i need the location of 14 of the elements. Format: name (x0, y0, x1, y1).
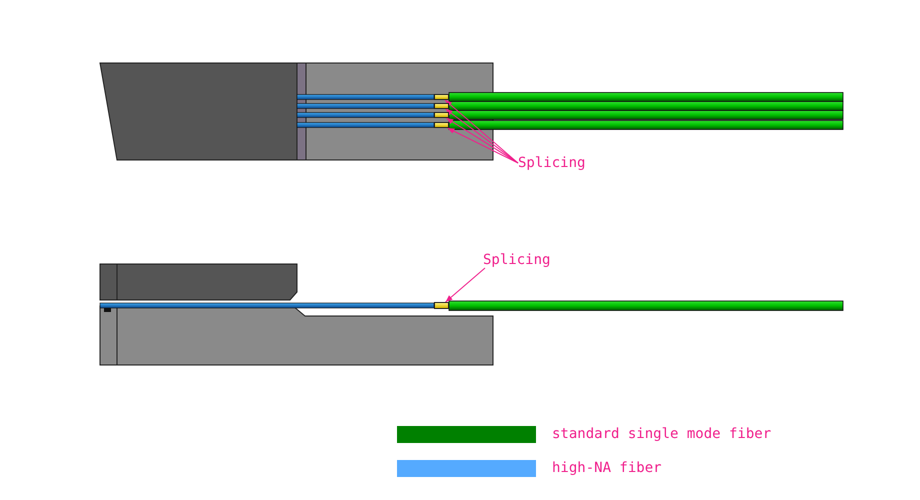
leader-line (446, 118, 518, 164)
splice-joint (434, 122, 449, 128)
legend-label: standard single mode fiber (552, 426, 772, 442)
leader-line (445, 268, 486, 302)
splice-joint (434, 94, 449, 100)
leader-line (445, 108, 518, 164)
leader-line (444, 100, 518, 164)
splice-joint (434, 112, 449, 118)
legend-label: high-NA fiber (552, 460, 662, 476)
callout-label: Splicing (483, 252, 550, 268)
splice-joint (434, 103, 449, 109)
splice-joint (434, 302, 449, 309)
callout-label: Splicing (518, 155, 586, 171)
leader-line (447, 128, 518, 164)
